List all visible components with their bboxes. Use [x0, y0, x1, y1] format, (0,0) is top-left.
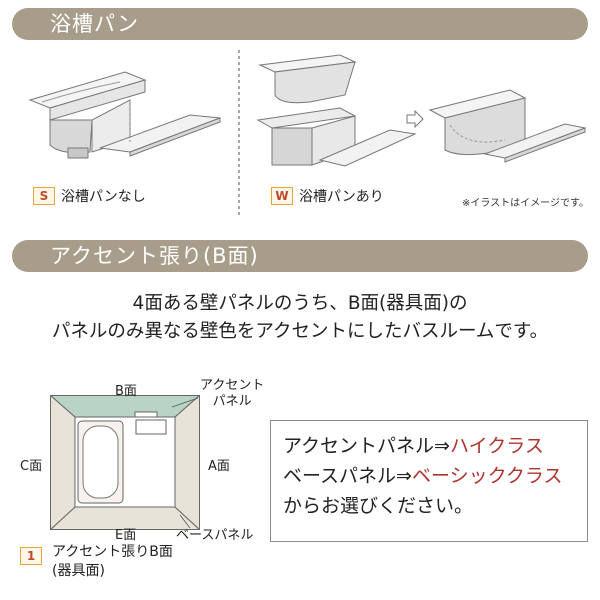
plan-label-a-face: A面 [208, 459, 230, 474]
divider-line [238, 50, 240, 215]
accent-description-line1: 4面ある壁パネルのうち、B面(器具面)の [132, 293, 468, 314]
base-panel-prefix: ベースパネル⇒ [283, 465, 412, 487]
plan-label-c-face: C面 [20, 459, 43, 474]
option-label: 浴槽パンあり [299, 189, 384, 205]
plan-label-accent-panel: アクセント パネル [200, 378, 264, 410]
leader-lines [171, 397, 199, 529]
panel-class-info-box: アクセントパネル⇒ハイクラス ベースパネル⇒ベーシッククラス からお選びください… [270, 420, 588, 542]
section-banner-accent: アクセント張り(B面) [12, 240, 588, 272]
legend-text: アクセント張りB面 (器具面) [52, 543, 173, 581]
bathtub-without-pan-illustration [28, 71, 221, 159]
option-without-pan: S 浴槽パンなし [33, 186, 146, 206]
section-banner-tub-pan: 浴槽パン [12, 8, 588, 40]
option-label: 浴槽パンなし [61, 189, 146, 205]
info-closing: からお選びください。 [283, 495, 474, 517]
section-title: アクセント張り(B面) [50, 244, 259, 268]
section-title: 浴槽パン [50, 12, 140, 36]
base-panel-class: ベーシッククラス [411, 465, 563, 487]
illustration-note: ※イラストはイメージです。 [462, 198, 589, 209]
accent-panel-row: アクセントパネル⇒ハイクラス [283, 431, 575, 461]
option-with-pan: W 浴槽パンあり [271, 186, 384, 206]
accent-panel-prefix: アクセントパネル⇒ [283, 435, 450, 457]
legend-line1: アクセント張りB面 [52, 544, 173, 560]
accent-description-line2: パネルのみ異なる壁色をアクセントにしたバスルームです。 [51, 321, 549, 342]
accent-panel-class: ハイクラス [449, 435, 544, 457]
accent-panel-line1: アクセント [200, 378, 265, 393]
legend-line2: (器具面) [52, 563, 105, 579]
bathtub-with-pan-exploded-illustration [256, 54, 417, 167]
legend-number-badge: 1 [20, 545, 42, 565]
plan-label-e-face: E面 [115, 528, 137, 543]
option-code-badge: W [271, 187, 293, 205]
plan-label-b-face: B面 [115, 384, 137, 399]
plan-label-base-panel: ベースパネル [176, 528, 254, 543]
base-panel-row: ベースパネル⇒ベーシッククラス [283, 461, 575, 491]
option-code-badge: S [33, 187, 55, 205]
bathroom-floor-plan [50, 395, 200, 530]
bathtub-with-pan-assembled-illustration [428, 89, 587, 163]
accent-panel-line2: パネル [212, 394, 252, 409]
arrow-right-icon [406, 110, 424, 128]
